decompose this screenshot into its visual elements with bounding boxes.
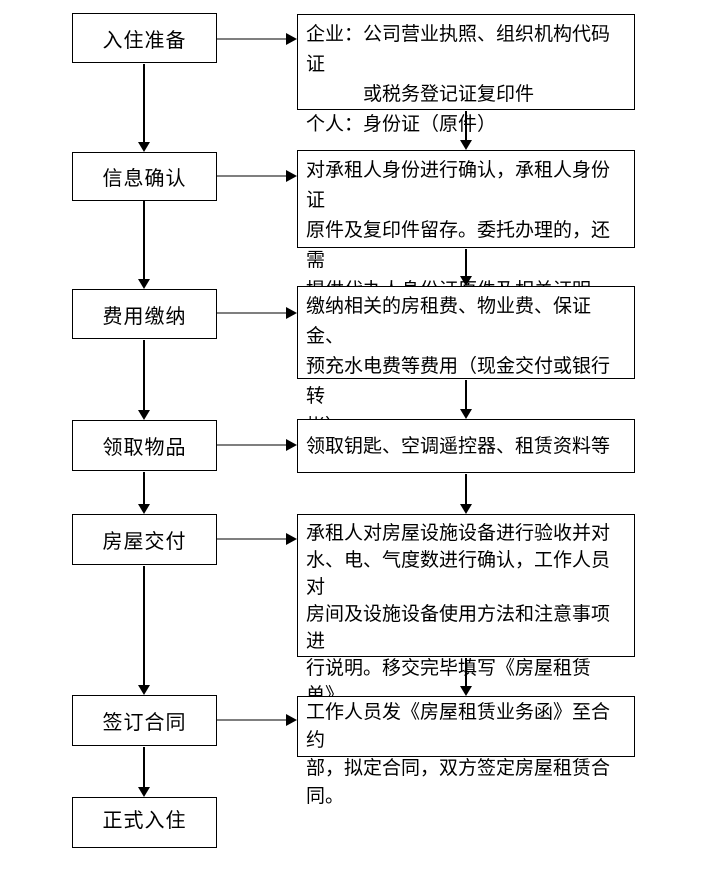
step-label: 签订合同 (102, 712, 187, 734)
detail-box-checkin-preparation: 企业：公司营业执照、组织机构代码证 或税务登记证复印件 个人：身份证（原件） (297, 14, 635, 135)
arrow-down-icon (460, 380, 472, 419)
arrow-down-icon (138, 64, 150, 152)
arrow-right-icon (217, 33, 297, 45)
step-label: 费用缴纳 (102, 305, 187, 328)
arrow-down-icon (460, 249, 472, 286)
step-box-checkin-preparation: 入住准备 (72, 13, 217, 63)
arrow-right-icon (217, 307, 297, 319)
arrow-down-icon (460, 111, 472, 150)
step-label: 正式入住 (102, 810, 187, 832)
arrow-down-icon (138, 472, 150, 514)
step-box-sign-contract: 签订合同 (72, 695, 217, 746)
step-box-info-confirmation: 信息确认 (72, 152, 217, 201)
arrow-down-icon (138, 566, 150, 695)
detail-box-info-confirmation: 对承租人身份进行确认，承租人身份证 原件及复印件留存。委托办理的，还需 提供代办… (297, 150, 635, 301)
arrow-right-icon (217, 533, 297, 545)
arrow-right-icon (217, 439, 297, 451)
step-label: 入住准备 (102, 29, 187, 52)
step-label: 领取物品 (102, 437, 187, 459)
step-box-collect-items: 领取物品 (72, 420, 217, 471)
step-box-fee-payment: 费用缴纳 (72, 289, 217, 339)
detail-box-fee-payment: 缴纳相关的房租费、物业费、保证金、 预充水电费等费用（现金交付或银行转 帐） (297, 286, 635, 437)
arrow-right-icon (217, 170, 297, 182)
arrow-right-icon (217, 714, 297, 726)
arrow-down-icon (138, 201, 150, 289)
step-label: 信息确认 (102, 168, 187, 190)
arrow-down-icon (460, 658, 472, 696)
detail-box-sign-contract: 工作人员发《房屋租赁业务函》至合约 部，拟定合同，双方签定房屋租赁合同。 (297, 696, 635, 807)
arrow-down-icon (138, 747, 150, 797)
arrow-down-icon (138, 340, 150, 420)
step-box-house-handover: 房屋交付 (72, 514, 217, 565)
step-label: 房屋交付 (102, 531, 187, 553)
detail-box-collect-items: 领取钥匙、空调遥控器、租赁资料等 (297, 419, 635, 473)
step-box-official-checkin: 正式入住 (72, 797, 217, 848)
arrow-down-icon (460, 474, 472, 514)
detail-box-house-handover: 承租人对房屋设施设备进行验收并对 水、电、气度数进行确认，工作人员对 房间及设施… (297, 514, 635, 733)
